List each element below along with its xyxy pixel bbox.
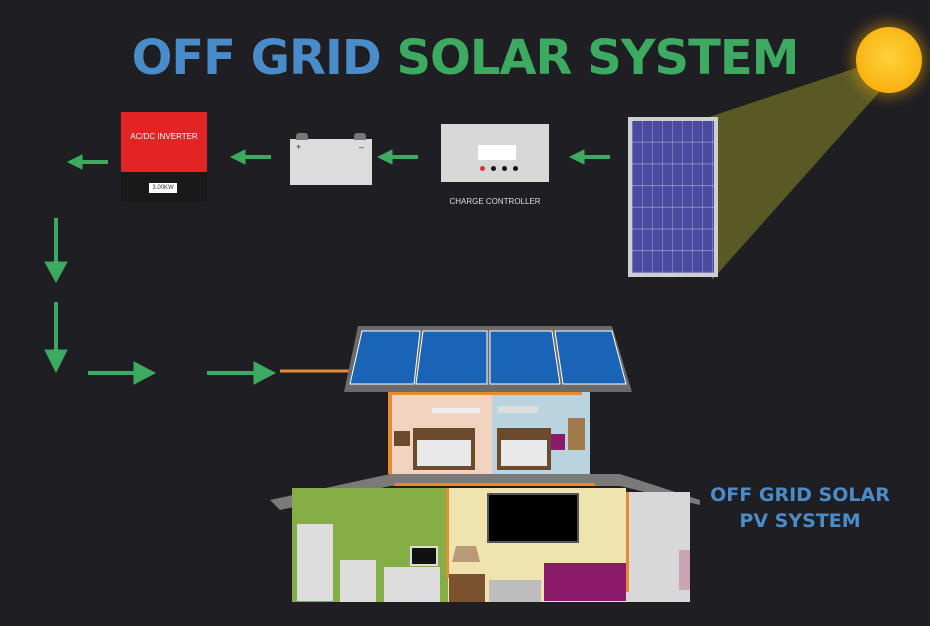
indicator-led (502, 166, 507, 171)
sun-icon (856, 27, 922, 93)
positive-symbol: + (296, 142, 302, 152)
indicator-led (491, 166, 496, 171)
inverter-front (121, 112, 207, 172)
indicator-led (513, 166, 518, 171)
inverter-rating: 3.00KW (149, 183, 177, 193)
flow-arrows (44, 149, 610, 385)
page-title: OFF GRID SOLAR SYSTEM (0, 30, 930, 86)
solar-panel (628, 117, 718, 277)
sunlight-beam (700, 60, 890, 280)
charge-controller (441, 124, 549, 182)
battery-terminal-negative (354, 133, 366, 140)
battery: + – (290, 133, 372, 185)
lower-floor (292, 483, 690, 602)
indicator-led-red (480, 166, 485, 171)
inverter: AC/DC INVERTER 3.00KW (121, 112, 207, 202)
upper-floor (388, 392, 590, 474)
battery-terminal-positive (296, 133, 308, 140)
charge-controller-label: CHARGE CONTROLLER (449, 197, 541, 206)
title-solar-system: SOLAR SYSTEM (396, 30, 799, 86)
solar-cells (632, 121, 714, 273)
house-roof-panels (344, 326, 632, 392)
negative-symbol: – (358, 142, 364, 152)
house-label-line1: OFF GRID SOLAR (710, 484, 890, 506)
title-off-grid: OFF GRID (131, 30, 382, 86)
inverter-label: AC/DC INVERTER (130, 132, 198, 141)
controller-display (478, 145, 516, 160)
house-label-line2: PV SYSTEM (739, 510, 861, 532)
house-label: OFF GRID SOLAR PV SYSTEM (690, 482, 910, 534)
